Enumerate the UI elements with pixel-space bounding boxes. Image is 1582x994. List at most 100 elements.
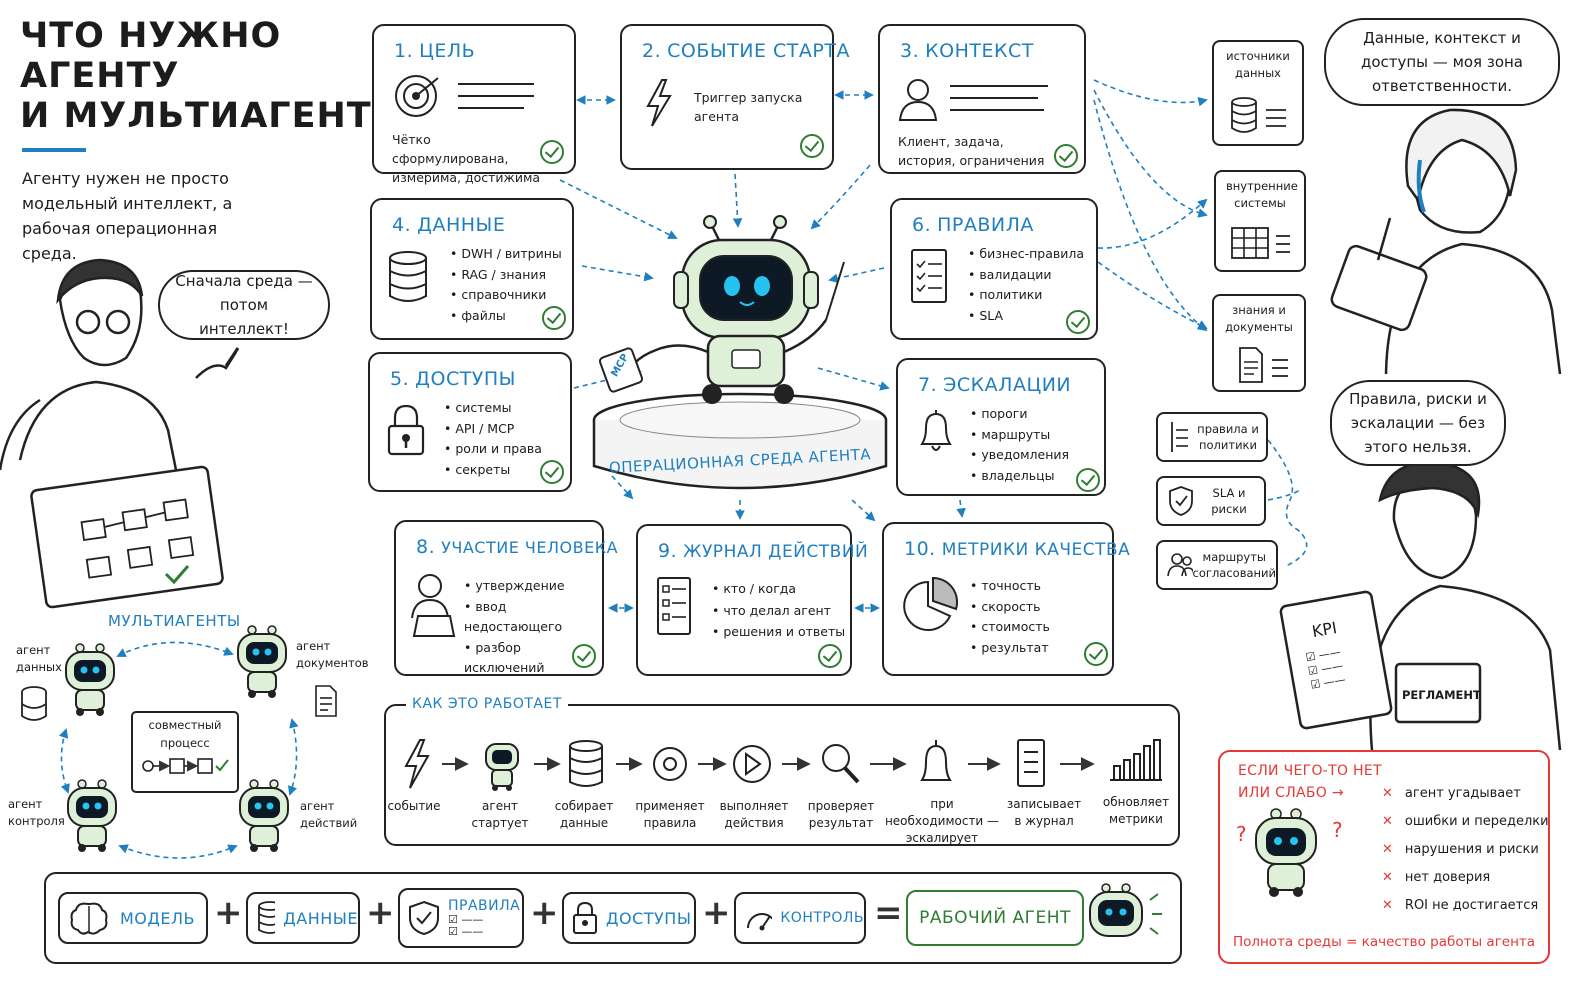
warning-footer: Полнота среды = качество работы агента bbox=[1232, 934, 1536, 950]
check-icon bbox=[572, 644, 596, 668]
list-item: разбор исключений bbox=[464, 638, 602, 679]
card-title: УЧАСТИЕ ЧЕЛОВЕКА bbox=[441, 538, 619, 557]
x-icon: ✕ bbox=[1382, 786, 1393, 801]
lock-icon bbox=[387, 404, 425, 456]
source-data-box: источники данных bbox=[1212, 40, 1304, 146]
warning-item: ✕агент угадывает bbox=[1382, 786, 1521, 801]
database-icon bbox=[569, 740, 603, 787]
document-icon bbox=[1239, 347, 1288, 383]
robot-drawing bbox=[598, 215, 845, 404]
brain-icon bbox=[70, 902, 108, 935]
card-num: 7. bbox=[918, 374, 938, 396]
gear-icon bbox=[653, 747, 687, 781]
list-item: маршруты bbox=[970, 425, 1069, 446]
sla-risks-box: SLA и риски bbox=[1156, 476, 1266, 526]
bell-icon bbox=[920, 740, 952, 781]
check-icon bbox=[1084, 642, 1108, 666]
database-icon bbox=[21, 686, 47, 721]
card-list: бизнес-правила валидации политики SLA bbox=[968, 244, 1084, 326]
formula-bar bbox=[44, 872, 1182, 964]
user-icon bbox=[898, 79, 1048, 121]
person-left-drawing bbox=[0, 258, 240, 471]
lightning-icon bbox=[646, 79, 672, 127]
reglament-label: РЕГЛАМЕНТ bbox=[1402, 688, 1481, 702]
bell-icon bbox=[920, 410, 952, 451]
card-title: ЦЕЛЬ bbox=[419, 40, 476, 62]
flow-box: КАК ЭТО РАБОТАЕТ bbox=[384, 696, 1180, 846]
card-num: 3. bbox=[900, 40, 920, 62]
card-context: 3.КОНТЕКСТ Клиент, задача, история, огра… bbox=[878, 24, 1086, 174]
card-goal: 1.ЦЕЛЬ Чётко сформулирована, измерима, д… bbox=[372, 24, 576, 185]
x-icon: ✕ bbox=[1382, 814, 1393, 829]
approval-routes-box: маршруты согласований bbox=[1156, 540, 1278, 590]
list-item: роли и права bbox=[444, 439, 542, 460]
card-list: утверждение ввод недостающего разбор иск… bbox=[464, 576, 602, 679]
plus-sign: + bbox=[530, 893, 559, 933]
card-num: 4. bbox=[392, 214, 412, 236]
card-list: кто / когда что делал агент решения и от… bbox=[712, 578, 845, 643]
rules-label: маршруты согласований bbox=[1192, 550, 1276, 580]
knowledge-box: знания и документы bbox=[1212, 294, 1306, 392]
card-desc: Триггер запуска агента bbox=[694, 90, 803, 124]
rules-label: SLA и риски bbox=[1211, 486, 1247, 516]
formula-model: МОДЕЛЬ bbox=[58, 892, 208, 944]
flow-step: агент стартует bbox=[471, 799, 529, 830]
equals-sign: = bbox=[874, 893, 903, 933]
robot-icon bbox=[485, 743, 519, 791]
list-item: ввод недостающего bbox=[464, 597, 602, 638]
list-item: файлы bbox=[450, 306, 562, 327]
plus-sign: + bbox=[366, 893, 395, 933]
formula-result: РАБОЧИЙ АГЕНТ bbox=[906, 890, 1084, 946]
warning-item: ✕ошибки и переделки bbox=[1382, 814, 1549, 829]
question-mark: ? bbox=[1332, 818, 1343, 842]
flow-step: применяет правила bbox=[635, 799, 705, 830]
list-item: решения и ответы bbox=[712, 621, 845, 643]
users-icon bbox=[1167, 553, 1193, 577]
x-icon: ✕ bbox=[1382, 842, 1393, 857]
list-item: DWH / витрины bbox=[450, 244, 561, 265]
flow-icons bbox=[404, 739, 1162, 791]
warning-title: ЕСЛИ ЧЕГО-ТО НЕТ ИЛИ СЛАБО → bbox=[1238, 760, 1382, 804]
card-list: точность скорость стоимость результат bbox=[970, 576, 1050, 658]
list-item: владельцы bbox=[970, 466, 1069, 487]
card-title: СОБЫТИЕ СТАРТА bbox=[667, 40, 850, 62]
check-icon bbox=[540, 140, 564, 164]
warning-title-line: ЕСЛИ ЧЕГО-ТО НЕТ bbox=[1238, 763, 1382, 779]
list-item: утверждение bbox=[464, 576, 602, 597]
checklist-icon bbox=[1017, 739, 1045, 787]
check-icon bbox=[540, 460, 564, 484]
source-label: знания и документы bbox=[1225, 303, 1293, 334]
bar-chart-icon bbox=[1110, 739, 1162, 781]
check-icon bbox=[1066, 310, 1090, 334]
dashed-connectors bbox=[59, 79, 1308, 859]
agent-data-label: агент данных bbox=[16, 643, 62, 674]
shield-check-icon bbox=[409, 900, 439, 936]
card-human: 8.УЧАСТИЕ ЧЕЛОВЕКА утверждение ввод недо… bbox=[394, 520, 618, 679]
search-icon bbox=[822, 744, 860, 784]
card-data: 4.ДАННЫЕ DWH / витрины RAG / знания спра… bbox=[370, 198, 574, 340]
card-rules: 6.ПРАВИЛА бизнес-правила валидации полит… bbox=[890, 198, 1098, 340]
list-item: скорость bbox=[970, 597, 1050, 618]
checklist-icon: ☑ ——☑ —— bbox=[448, 913, 484, 938]
mini-robot-data bbox=[65, 643, 115, 716]
card-log: 9.ЖУРНАЛ ДЕЙСТВИЙ кто / когда что делал … bbox=[636, 524, 868, 676]
check-icon bbox=[1054, 144, 1078, 168]
list-item: секреты bbox=[444, 460, 542, 481]
warning-item: ✕ROI не достигается bbox=[1382, 898, 1539, 913]
warning-title-line: ИЛИ СЛАБО → bbox=[1238, 785, 1344, 801]
warning-robot bbox=[1255, 808, 1317, 897]
check-icon bbox=[1076, 468, 1100, 492]
intro-text: Агенту нужен не просто модельный интелле… bbox=[22, 169, 233, 263]
card-metrics: 10.МЕТРИКИ КАЧЕСТВА точность скорость ст… bbox=[882, 522, 1130, 676]
flow-step: проверяет результат bbox=[807, 799, 875, 830]
card-num: 2. bbox=[642, 40, 662, 62]
warning-item: ✕нарушения и риски bbox=[1382, 842, 1539, 857]
card-title: ЖУРНАЛ ДЕЙСТВИЙ bbox=[683, 542, 869, 562]
source-label: внутренние системы bbox=[1226, 179, 1298, 210]
card-num: 9. bbox=[658, 540, 678, 562]
warning-list: ✕агент угадывает ✕ошибки и переделки ✕на… bbox=[1382, 780, 1549, 920]
list-item: что делал агент bbox=[712, 600, 845, 622]
title-line-1: ЧТО НУЖНО bbox=[20, 16, 282, 56]
flow-title: КАК ЭТО РАБОТАЕТ bbox=[406, 696, 568, 712]
plus-sign: + bbox=[214, 893, 243, 933]
